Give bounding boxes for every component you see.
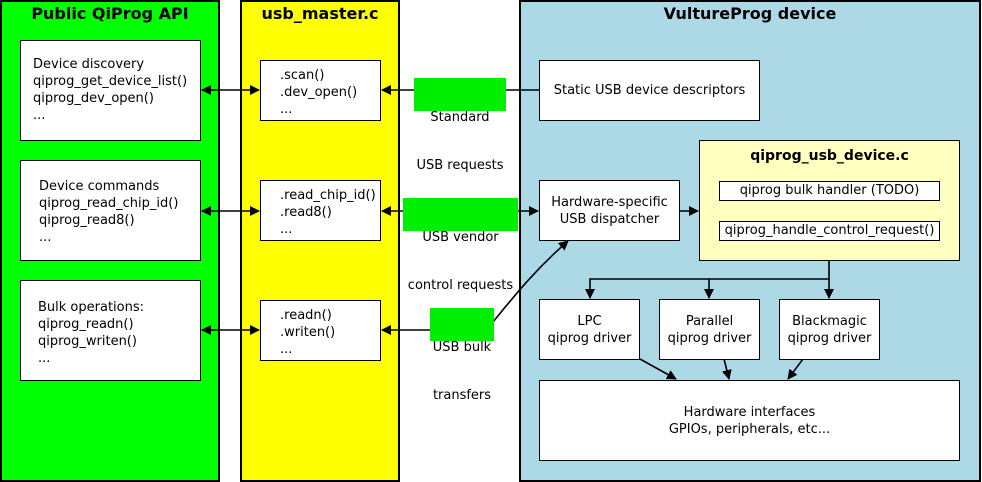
- bulk-handler-text: qiprog bulk handler (TODO): [739, 183, 920, 198]
- hardware-line: Hardware interfaces: [683, 404, 816, 420]
- label-line: USB vendor: [422, 230, 499, 245]
- usb-master-column-title: usb_master.c: [261, 4, 379, 23]
- api-box-line: ...: [38, 351, 51, 366]
- api-box-device-discovery: Device discovery qiprog_get_device_list(…: [20, 40, 201, 141]
- device-column-title: VultureProg device: [663, 4, 837, 23]
- master-box-scan: .scan() .dev_open() ...: [260, 60, 381, 121]
- api-box-line: qiprog_read8(): [39, 213, 135, 228]
- parallel-driver-box: Parallel qiprog driver: [659, 299, 760, 360]
- api-box-line: Bulk operations:: [38, 300, 144, 315]
- label-standard-usb-requests: Standard USB requests: [414, 78, 506, 173]
- arrow-parallel-to-hw: [721, 358, 732, 380]
- descriptors-text: Static USB device descriptors: [553, 83, 746, 98]
- driver-line: qiprog driver: [667, 330, 752, 346]
- dispatcher-line: Hardware-specific: [551, 194, 668, 210]
- qiprog-usb-device-title: qiprog_usb_device.c: [750, 148, 909, 164]
- master-box-line: .read_chip_id(): [280, 188, 376, 203]
- driver-line: Blackmagic: [792, 313, 867, 329]
- master-box-line: ...: [280, 102, 293, 117]
- api-box-line: Device discovery: [33, 57, 145, 72]
- dispatcher-line: USB dispatcher: [559, 211, 660, 227]
- api-box-line: qiprog_read_chip_id(): [39, 196, 179, 211]
- hardware-line: GPIOs, peripherals, etc...: [668, 421, 831, 437]
- label-line: transfers: [432, 388, 492, 403]
- label-line: USB requests: [416, 158, 504, 173]
- master-box-line: .dev_open(): [280, 85, 358, 100]
- hardware-interfaces-box: Hardware interfaces GPIOs, peripherals, …: [539, 380, 960, 461]
- label-line: control requests: [407, 278, 514, 293]
- master-box-read-chip-id: .read_chip_id() .read8() ...: [260, 180, 381, 241]
- driver-line: LPC: [577, 313, 602, 329]
- driver-line: qiprog driver: [787, 330, 872, 346]
- bulk-handler-box: qiprog bulk handler (TODO): [719, 181, 940, 201]
- arrow-lpc-to-hw: [639, 358, 677, 380]
- qiprog-usb-device-box: qiprog_usb_device.c qiprog bulk handler …: [699, 140, 960, 261]
- label-line: USB bulk: [432, 340, 492, 355]
- master-box-readn: .readn() .writen() ...: [260, 300, 381, 361]
- static-usb-descriptors-box: Static USB device descriptors: [539, 60, 760, 121]
- control-handler-text: qiprog_handle_control_request(): [724, 223, 935, 238]
- api-box-line: qiprog_get_device_list(): [33, 74, 188, 89]
- lpc-driver-box: LPC qiprog driver: [539, 299, 640, 360]
- api-box-line: Device commands: [39, 179, 160, 194]
- arrow-bulk-to-dispatcher: [492, 240, 569, 323]
- master-box-line: .scan(): [280, 68, 325, 83]
- api-box-line: qiprog_readn(): [38, 317, 134, 332]
- api-box-line: ...: [39, 230, 52, 245]
- api-column-title: Public QiProg API: [31, 4, 189, 23]
- master-box-line: ...: [280, 342, 293, 357]
- driver-line: qiprog driver: [547, 330, 632, 346]
- api-box-line: qiprog_writen(): [38, 334, 137, 349]
- blackmagic-driver-box: Blackmagic qiprog driver: [779, 299, 880, 360]
- api-box-bulk-operations: Bulk operations: qiprog_readn() qiprog_w…: [20, 280, 201, 381]
- master-box-line: .readn(): [280, 308, 332, 323]
- usb-dispatcher-box: Hardware-specific USB dispatcher: [539, 180, 680, 241]
- api-box-device-commands: Device commands qiprog_read_chip_id() qi…: [20, 160, 201, 261]
- master-box-line: .read8(): [280, 205, 332, 220]
- label-usb-vendor-control-requests: USB vendor control requests: [403, 198, 518, 293]
- master-box-line: .writen(): [280, 325, 336, 340]
- control-request-handler-box: qiprog_handle_control_request(): [719, 221, 940, 241]
- api-box-line: ...: [33, 108, 46, 123]
- driver-line: Parallel: [685, 313, 734, 329]
- api-box-line: qiprog_dev_open(): [33, 91, 154, 106]
- label-usb-bulk-transfers: USB bulk transfers: [430, 308, 494, 403]
- label-line: Standard: [430, 110, 490, 125]
- arrow-blackmagic-to-hw: [787, 358, 804, 380]
- master-box-line: ...: [280, 222, 293, 237]
